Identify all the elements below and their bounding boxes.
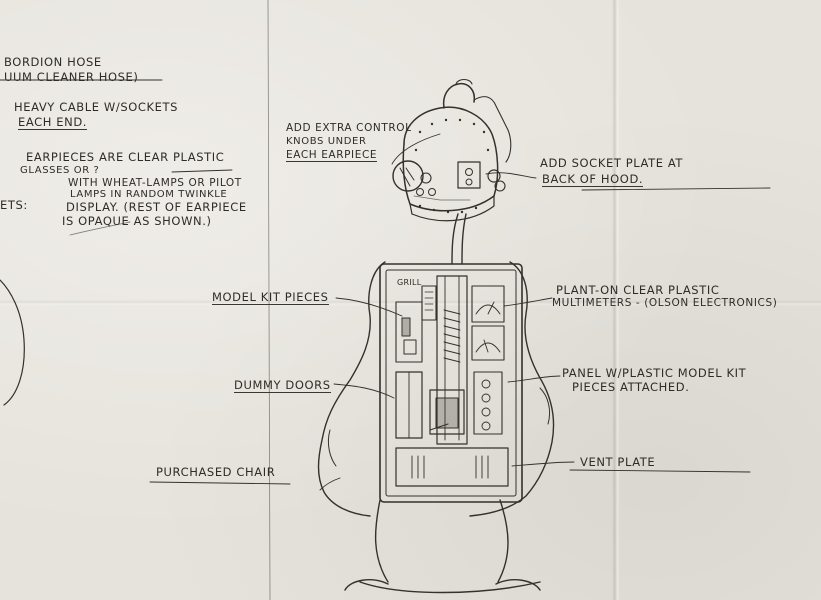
note-socket-line-2: BACK OF HOOD. xyxy=(542,172,644,187)
paper-fold-horizontal xyxy=(0,300,821,306)
note-earpiece-line-5: DISPLAY. (REST OF EARPIECE xyxy=(66,200,247,214)
note-hose-line-2: UUM CLEANER HOSE) xyxy=(4,70,139,84)
chair-silhouette xyxy=(317,261,555,594)
leader-lines xyxy=(69,133,575,491)
control-panel xyxy=(379,263,523,503)
left-edge-shape xyxy=(0,279,25,406)
note-earpiece-line-6: IS OPAQUE AS SHOWN.) xyxy=(62,214,212,228)
note-vent-plate: VENT PLATE xyxy=(580,455,656,469)
note-purchased-chair: PURCHASED CHAIR xyxy=(156,465,276,479)
note-earpiece-line-2: GLASSES OR ? xyxy=(20,165,100,176)
note-model-kit-pieces: MODEL KIT PIECES xyxy=(212,290,329,305)
hood-rivets xyxy=(414,118,490,214)
note-panel-line-2: PIECES ATTACHED. xyxy=(572,380,690,394)
note-plant-line-1: PLANT-ON CLEAR PLASTIC xyxy=(556,283,720,297)
note-socket-line-1: ADD SOCKET PLATE AT xyxy=(540,156,684,170)
note-ets: ETS: xyxy=(0,198,28,212)
note-panel-line-1: PANEL W/PLASTIC MODEL KIT xyxy=(562,366,747,380)
neck-tube xyxy=(451,213,467,265)
hood-head xyxy=(392,78,512,222)
coil xyxy=(443,309,461,363)
note-hose-line-1: BORDION HOSE xyxy=(4,55,102,69)
margin-line xyxy=(267,0,271,600)
note-grill: GRILL xyxy=(397,278,422,287)
note-dummy-doors: DUMMY DOORS xyxy=(234,378,331,393)
paper-fold-vertical xyxy=(612,0,620,600)
note-control-line-2: KNOBS UNDER xyxy=(286,136,367,147)
note-control-line-3: EACH EARPIECE xyxy=(286,149,378,162)
note-earpiece-line-3: WITH WHEAT-LAMPS OR PILOT xyxy=(68,177,242,189)
note-cable-line-2: EACH END. xyxy=(18,115,88,130)
note-plant-line-2: MULTIMETERS - (OLSON ELECTRONICS) xyxy=(552,297,778,309)
note-underlines xyxy=(0,79,771,485)
note-cable-line-1: HEAVY CABLE W/SOCKETS xyxy=(14,100,179,114)
note-earpiece-line-4: LAMPS IN RANDOM TWINKLE xyxy=(70,189,228,200)
note-control-line-1: ADD EXTRA CONTROL xyxy=(286,122,412,134)
note-earpiece-line-1: EARPIECES ARE CLEAR PLASTIC xyxy=(26,150,225,164)
